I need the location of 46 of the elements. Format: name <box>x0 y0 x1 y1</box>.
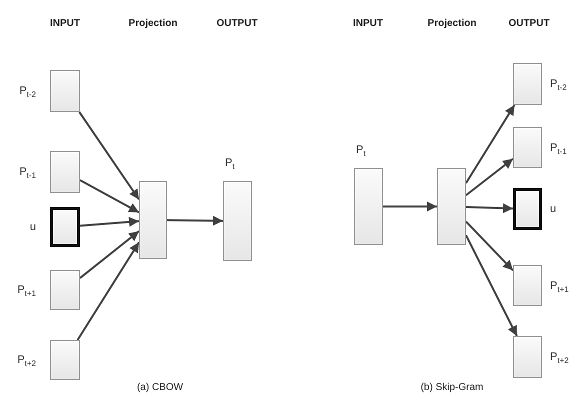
projection-box <box>437 168 466 245</box>
word-label: P$_{t+2}$ <box>17 354 36 370</box>
word-label: P$_{t+2}$ <box>550 351 569 368</box>
arrow <box>80 179 140 214</box>
figure-caption: (b) Skip-Gram <box>420 382 484 393</box>
arrow <box>76 242 140 341</box>
vector-box <box>513 127 542 168</box>
vector-box <box>50 151 80 193</box>
arrow <box>465 104 516 184</box>
figure-caption: (a) CBOW <box>136 382 184 393</box>
vector-box <box>50 207 80 247</box>
column-heading: INPUT <box>353 18 383 29</box>
word-label: P$_{t+1}$ <box>550 280 569 296</box>
word-label: u <box>30 221 36 233</box>
vector-box <box>354 168 383 245</box>
arrow <box>466 203 514 214</box>
arrow <box>465 220 514 272</box>
column-heading: OUTPUT <box>216 18 258 29</box>
word-label: P$_{t-2}$ <box>19 85 36 102</box>
column-heading: Projection <box>128 18 178 29</box>
vector-box <box>513 265 542 306</box>
word-label: P$_{t}$ <box>356 144 366 160</box>
vector-box <box>513 63 542 105</box>
arrow <box>79 230 140 279</box>
column-heading: INPUT <box>50 18 80 29</box>
projection-box <box>139 181 167 259</box>
word-label: P$_{t-1}$ <box>550 142 567 158</box>
vector-box <box>50 270 80 310</box>
column-heading: OUTPUT <box>508 18 550 29</box>
word-label: P$_{t-1}$ <box>19 166 36 182</box>
arrow <box>166 216 224 226</box>
vector-box <box>50 70 80 112</box>
vector-box <box>513 336 542 378</box>
vector-box <box>513 188 542 230</box>
word-label: P$_{t}$ <box>225 157 235 174</box>
word-label: P$_{t-2}$ <box>550 78 567 94</box>
vector-box <box>50 340 80 380</box>
vector-box <box>223 181 252 261</box>
word-label: P$_{t+1}$ <box>17 284 36 300</box>
arrow <box>465 234 518 336</box>
arrow <box>465 158 514 196</box>
arrow <box>80 216 140 227</box>
arrow <box>383 202 437 212</box>
arrow <box>78 111 140 200</box>
word-label: u <box>550 203 556 215</box>
column-heading: Projection <box>428 18 476 29</box>
